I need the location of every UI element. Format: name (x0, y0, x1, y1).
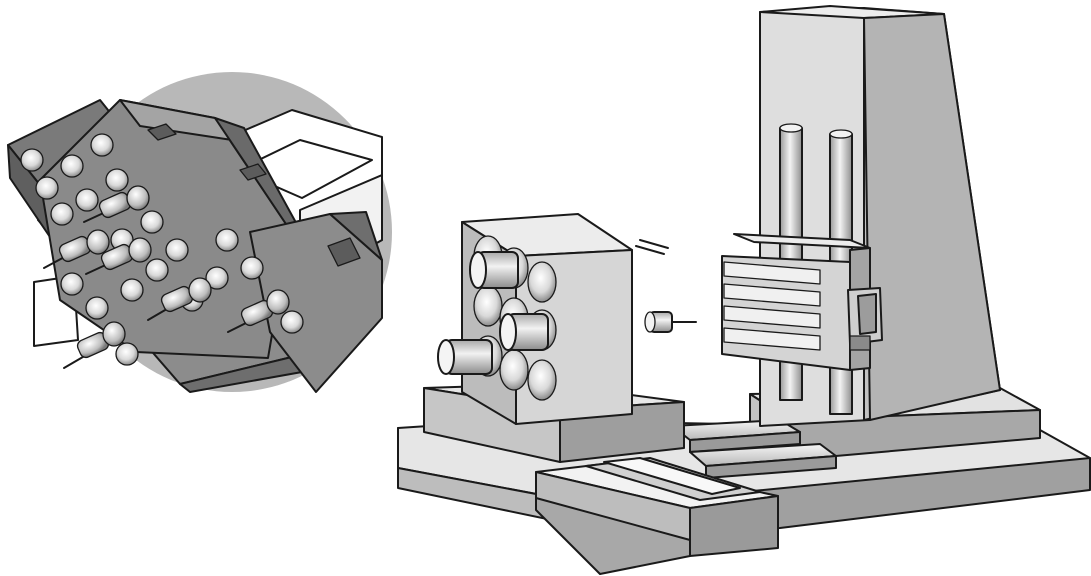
spindle-tool (644, 311, 697, 333)
tool-holder (43, 229, 110, 269)
fixture-workpieces (437, 251, 549, 375)
tool-holder (147, 277, 212, 321)
spindle-head (721, 233, 883, 371)
tool-holder (227, 289, 290, 333)
front-slide-table (535, 457, 779, 575)
magazine-tool-holders (43, 185, 290, 369)
tool-holder (63, 321, 126, 369)
tool-magazine-inset (7, 72, 392, 393)
tool-holder (85, 237, 152, 275)
magazine-tool-pockets (20, 133, 304, 366)
tombstone-fixture (437, 213, 669, 425)
magazine-chain-right (249, 211, 383, 393)
z-axis-rails (671, 419, 837, 479)
machining-center (397, 5, 1091, 575)
tool-holder (83, 185, 150, 223)
headstock-t-slots (723, 261, 821, 351)
